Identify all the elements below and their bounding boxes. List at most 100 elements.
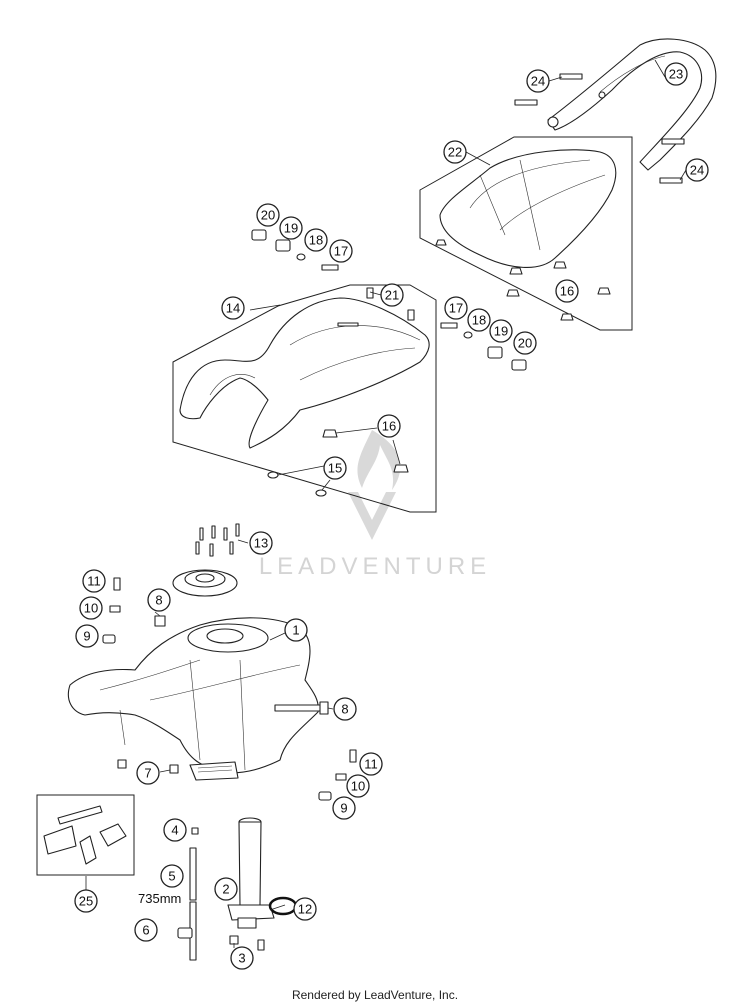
callout-17-right: 17: [444, 296, 468, 320]
screw-24-upper: [514, 73, 583, 106]
svg-text:19: 19: [494, 324, 508, 339]
callout-17-left: 17: [329, 239, 353, 263]
seat-clip-b: [597, 287, 611, 295]
svg-text:18: 18: [309, 233, 323, 248]
callout-12: 12: [293, 897, 317, 921]
hose-clip-6: [177, 927, 193, 939]
seat-hardware-left: [251, 229, 339, 271]
callout-18-left: 18: [304, 228, 328, 252]
callout-20-right: 20: [513, 331, 537, 355]
svg-text:22: 22: [448, 145, 462, 160]
clip-7-left: [117, 759, 127, 769]
svg-text:20: 20: [261, 208, 275, 223]
callout-25: 25: [74, 889, 98, 913]
callout-4: 4: [163, 818, 187, 842]
callout-2: 2: [214, 877, 238, 901]
callout-24-lower: 24: [685, 158, 709, 182]
fuel-hose-735mm: [189, 847, 197, 961]
washer-10-lower: [335, 773, 347, 781]
svg-text:16: 16: [560, 284, 574, 299]
svg-text:7: 7: [144, 766, 151, 781]
leadventure-watermark: LEADVENTURE: [259, 430, 491, 580]
clip-7-right: [169, 764, 179, 774]
rider-seat-box: [172, 284, 437, 513]
rider-seat-group: [172, 284, 437, 513]
part-8-upper: [154, 615, 166, 627]
callout-16-upper: 16: [555, 279, 579, 303]
callout-9-upper: 9: [75, 624, 99, 648]
passenger-seat-group: [419, 136, 633, 331]
svg-text:10: 10: [84, 601, 98, 616]
sticker-box: [36, 794, 135, 876]
screw-11-upper: [113, 577, 121, 591]
svg-text:11: 11: [364, 757, 378, 772]
passenger-seat: [439, 149, 617, 268]
grommet-9-lower: [318, 791, 332, 801]
render-credit: Rendered by LeadVenture, Inc.: [291, 988, 459, 1002]
callout-15: 15: [323, 456, 347, 480]
svg-text:21: 21: [385, 288, 399, 303]
callout-11-lower: 11: [359, 752, 383, 776]
svg-text:24: 24: [690, 163, 704, 178]
tank-cap-screws: [195, 523, 240, 557]
svg-text:9: 9: [340, 801, 347, 816]
rider-seat: [179, 297, 430, 449]
callout-6: 6: [134, 918, 158, 942]
grommet-9-upper: [102, 634, 116, 644]
svg-text:2: 2: [222, 882, 229, 897]
callout-19-right: 19: [489, 319, 513, 343]
svg-text:15: 15: [328, 461, 342, 476]
svg-text:12: 12: [298, 902, 312, 917]
passenger-seat-box: [419, 136, 633, 331]
screw-21-b: [407, 309, 415, 321]
seat-hardware-right: [440, 322, 527, 371]
filler-cap: [172, 569, 238, 597]
seat-clip-c: [560, 313, 574, 321]
svg-text:4: 4: [171, 823, 178, 838]
callout-18-right: 18: [467, 308, 491, 332]
watermark-text: LEADVENTURE: [259, 553, 491, 580]
callout-3: 3: [230, 946, 254, 970]
screw-3-a: [229, 935, 239, 945]
svg-text:10: 10: [351, 779, 365, 794]
svg-text:13: 13: [254, 536, 268, 551]
svg-text:24: 24: [531, 74, 545, 89]
svg-text:25: 25: [79, 894, 93, 909]
leader-lines: [85, 59, 687, 948]
callout-11-upper: 11: [82, 569, 106, 593]
callout-22: 22: [443, 140, 467, 164]
svg-text:5: 5: [168, 869, 175, 884]
svg-text:19: 19: [284, 221, 298, 236]
part-4-clip: [191, 827, 199, 835]
seat-clip-a: [506, 289, 520, 297]
callout-10-upper: 10: [79, 596, 103, 620]
svg-text:20: 20: [518, 336, 532, 351]
svg-text:23: 23: [669, 67, 683, 82]
washer-10-upper: [109, 605, 121, 613]
screw-3-b: [257, 939, 265, 951]
screw-11-lower: [349, 749, 357, 763]
hose-length-label: 735mm: [138, 891, 181, 906]
svg-text:11: 11: [87, 574, 101, 589]
svg-text:3: 3: [238, 951, 245, 966]
grab-handle: [547, 38, 717, 171]
sticker-set: [36, 794, 135, 876]
callout-8-lower: 8: [333, 697, 357, 721]
svg-text:9: 9: [83, 629, 90, 644]
svg-text:8: 8: [341, 702, 348, 717]
svg-text:18: 18: [472, 313, 486, 328]
callout-1: 1: [284, 618, 308, 642]
callout-19-left: 19: [279, 216, 303, 240]
callout-5: 5: [160, 864, 184, 888]
callout-14: 14: [221, 296, 245, 320]
callout-8-upper: 8: [147, 588, 171, 612]
callout-7: 7: [136, 761, 160, 785]
fuel-pump: [227, 817, 275, 929]
callout-21: 21: [380, 283, 404, 307]
screw-24-lower: [659, 138, 685, 184]
svg-text:1: 1: [292, 623, 299, 638]
callout-16-lower: 16: [377, 414, 401, 438]
svg-text:6: 6: [142, 923, 149, 938]
callout-23: 23: [664, 62, 688, 86]
